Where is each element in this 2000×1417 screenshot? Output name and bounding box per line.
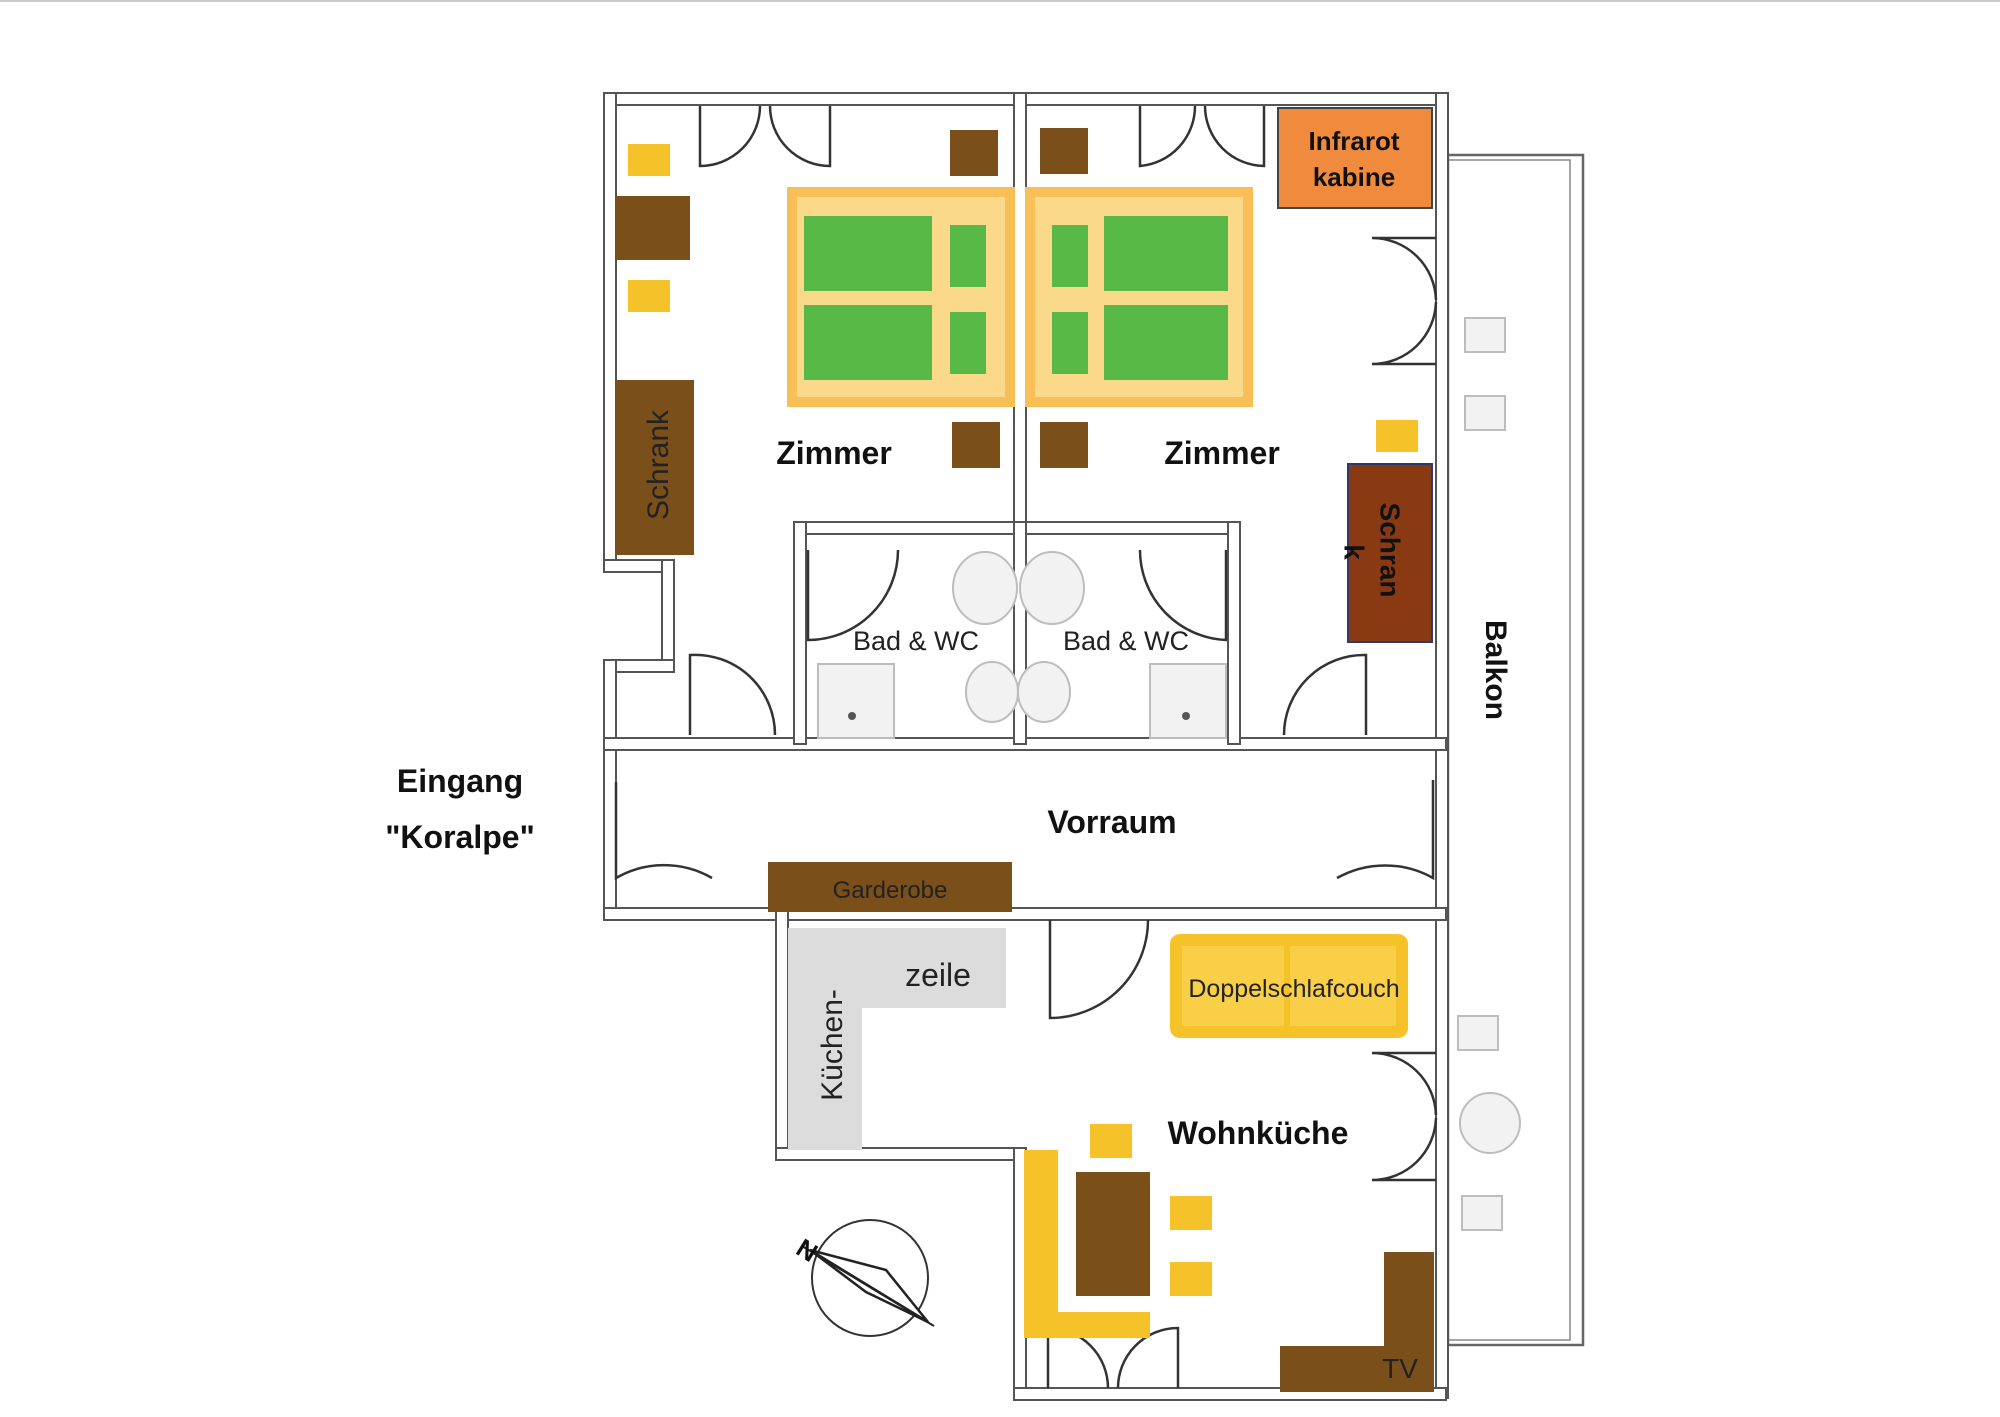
chair: [628, 280, 670, 312]
wardrobe-label-1: Schran: [1375, 503, 1406, 598]
room-label-zimmer-left: Zimmer: [776, 435, 892, 471]
room-label-balkon: Balkon: [1479, 620, 1512, 720]
kitchen-counter: [788, 928, 862, 1150]
bathrooms: Bad & WC Bad & WC: [817, 521, 1227, 745]
balcony: Balkon: [1439, 153, 1585, 1347]
desk: [616, 196, 690, 260]
entrance-label-1: Eingang: [397, 763, 523, 799]
chair: [1376, 420, 1418, 452]
room-vorraum: Garderobe Vorraum: [768, 804, 1177, 912]
shower: [1149, 663, 1227, 739]
wardrobe-rack: [768, 862, 1012, 912]
sink: [952, 551, 1018, 625]
nightstand: [1040, 128, 1088, 174]
balcony-chair: [1464, 317, 1506, 353]
chair: [1170, 1262, 1212, 1296]
nightstand: [952, 422, 1000, 468]
dining-table: [1076, 1172, 1150, 1296]
chair: [1090, 1124, 1132, 1158]
balcony-chair: [1457, 1015, 1499, 1051]
kitchen-label-2: zeile: [905, 957, 971, 993]
wardrobe-label-2: k: [1339, 544, 1370, 560]
room-label-vorraum: Vorraum: [1047, 804, 1176, 840]
bed: [787, 187, 1015, 407]
infrared-cabin-label-1: Infrarot: [1309, 126, 1400, 156]
kitchen-label-1: Küchen-: [816, 989, 849, 1101]
shower: [817, 663, 895, 739]
room-label-bad-right: Bad & WC: [1063, 626, 1189, 656]
chair: [628, 144, 670, 176]
room-wohnkueche: Küchen- zeile Doppelschlafcouch TV Wohnk…: [788, 928, 1434, 1392]
nightstand: [1040, 422, 1088, 468]
sink: [1019, 551, 1085, 625]
room-zimmer-right: Infrarot kabine Schran k Zimmer: [1025, 107, 1433, 643]
entrance: Eingang "Koralpe": [385, 763, 534, 855]
nightstand: [950, 130, 998, 176]
balcony-chair: [1461, 1195, 1503, 1231]
infrared-cabin: [1277, 107, 1433, 209]
room-label-zimmer-right: Zimmer: [1164, 435, 1280, 471]
garderobe-label: Garderobe: [833, 877, 948, 904]
infrared-cabin-label-2: kabine: [1313, 162, 1395, 192]
corner-bench: [1024, 1150, 1150, 1338]
tv-label: TV: [1382, 1353, 1418, 1384]
wardrobe: [616, 380, 694, 555]
compass-icon: N: [791, 1219, 935, 1337]
room-label-wohnkueche: Wohnküche: [1168, 1115, 1349, 1151]
couch-label: Doppelschlafcouch: [1188, 975, 1399, 1003]
wardrobe-label: Schrank: [642, 409, 675, 520]
chair: [1170, 1196, 1212, 1230]
room-zimmer-left: Schrank Zimmer: [616, 130, 1015, 555]
toilet: [965, 661, 1019, 723]
entrance-label-2: "Koralpe": [385, 819, 534, 855]
wardrobe: [1347, 463, 1433, 643]
toilet: [1017, 661, 1071, 723]
balcony-chair: [1464, 395, 1506, 431]
balcony-table: [1459, 1092, 1521, 1154]
bed: [1025, 187, 1253, 407]
room-label-bad-left: Bad & WC: [853, 626, 979, 656]
tv-cabinet: [1280, 1346, 1434, 1392]
doors: [614, 105, 1438, 1389]
sofa-bed: [1170, 934, 1408, 1038]
kitchen-counter: [862, 928, 1006, 1008]
